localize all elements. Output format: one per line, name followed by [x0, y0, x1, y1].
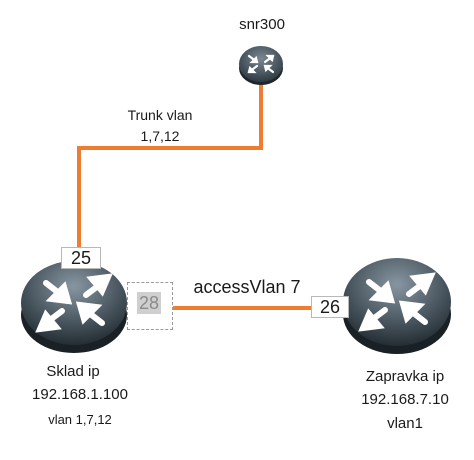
port-26-label[interactable]: 26	[311, 296, 349, 318]
sklad-vlan-label: vlan 1,7,12	[48, 412, 112, 427]
trunk-label-line2: 1,7,12	[140, 128, 180, 144]
snr300-label: snr300	[239, 16, 285, 33]
port-28-label[interactable]: 28	[127, 282, 173, 330]
access-link-label: accessVlan 7	[193, 277, 301, 297]
sklad-name-label: Sklad ip	[46, 363, 100, 380]
trunk-link	[77, 84, 263, 248]
zapravka-ip-label: 192.168.7.10	[361, 391, 449, 408]
snr300-router-icon[interactable]	[237, 43, 285, 87]
sklad-router-icon[interactable]	[18, 255, 130, 355]
sklad-ip-label: 192.168.1.100	[32, 386, 128, 403]
trunk-label-line1: Trunk vlan	[127, 107, 193, 123]
zapravka-router-icon[interactable]	[341, 252, 453, 356]
port-28-text: 28	[137, 292, 161, 314]
zapravka-name-label: Zapravka ip	[365, 368, 445, 385]
zapravka-vlan-label: vlan1	[387, 415, 423, 432]
port-25-label[interactable]: 25	[61, 247, 101, 269]
